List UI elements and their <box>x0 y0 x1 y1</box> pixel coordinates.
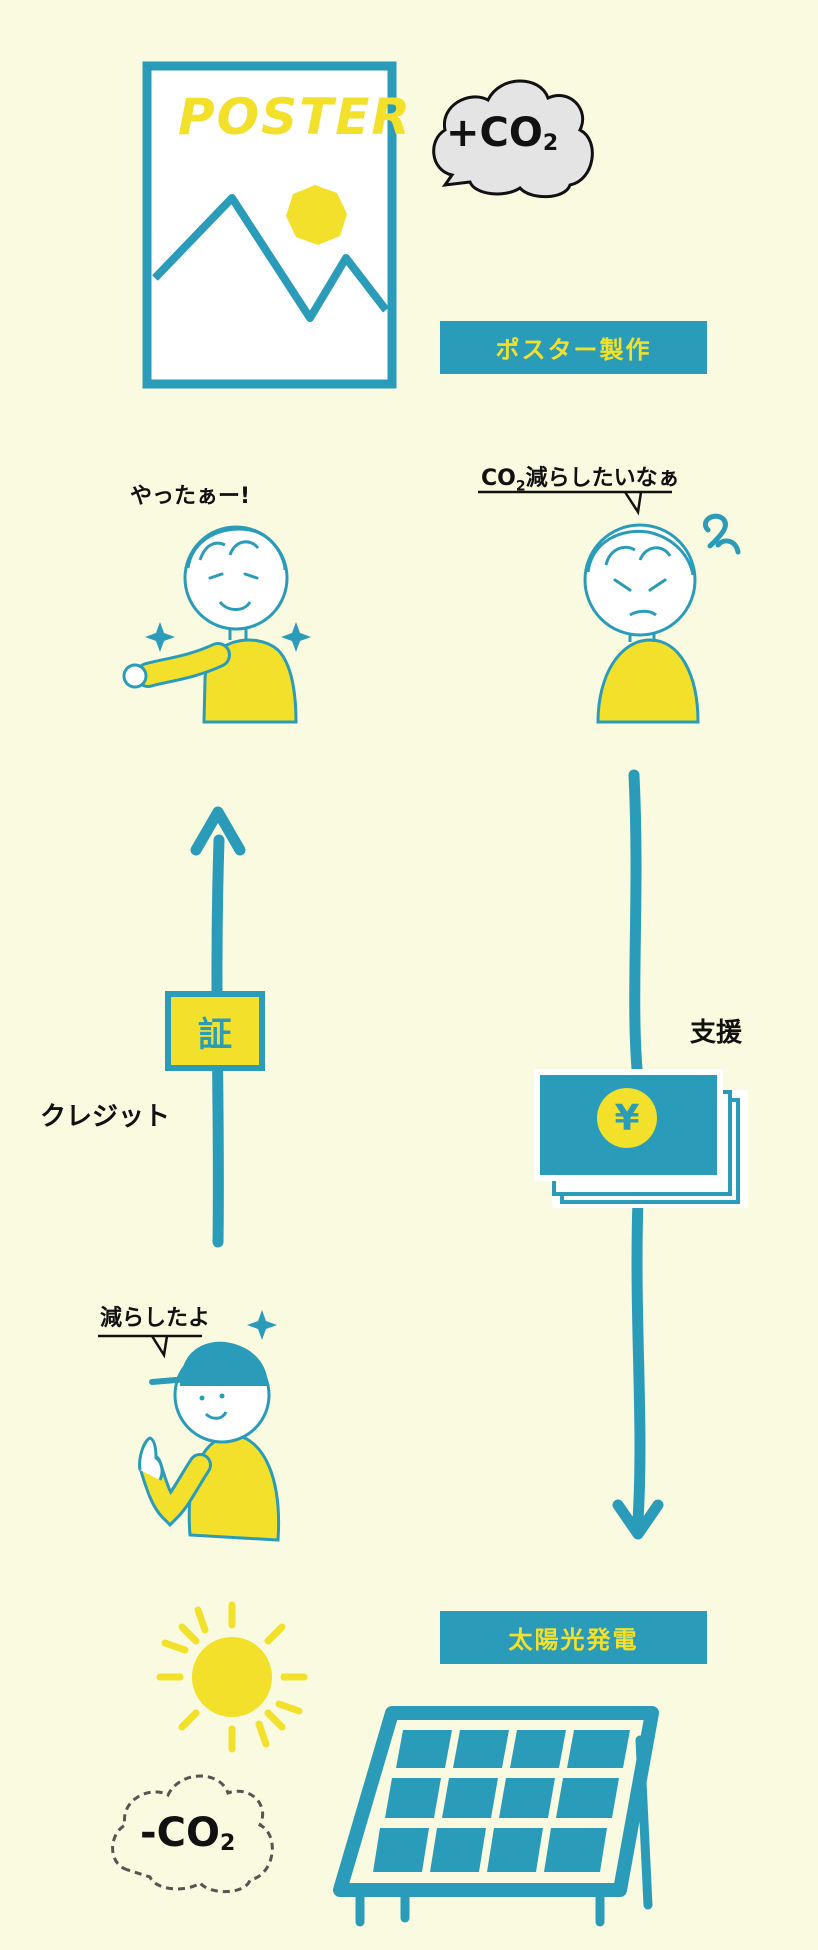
squiggle-icon <box>702 513 741 555</box>
solar-panel-illustration <box>333 1706 659 1927</box>
sparkle-icon <box>145 622 175 652</box>
speech-happy: やったぁー! <box>130 484 251 509</box>
cloud-plus-co: CO <box>479 110 543 156</box>
caption-credit: クレジット <box>40 1102 171 1132</box>
cloud-minus-co2-icon <box>111 1774 274 1894</box>
cloud-minus-co2-text: -CO2 <box>140 1810 235 1856</box>
speech-worried-co: CO <box>481 466 516 491</box>
poster-illustration <box>142 61 397 389</box>
speech-worried-rest: 減らしたいなぁ <box>525 466 680 491</box>
label-solar-power: 太陽光発電 <box>440 1611 707 1664</box>
speech-worried-sub: 2 <box>515 478 526 495</box>
money-stack-illustration <box>534 1069 748 1208</box>
label-poster-production: ポスター製作 <box>440 321 707 374</box>
speech-worker: 減らしたよ <box>100 1306 211 1331</box>
support-arrow <box>612 769 664 1540</box>
poster-title: POSTER <box>178 88 412 146</box>
cloud-plus-sign: + <box>446 110 480 156</box>
certificate-label: 証 <box>198 1014 232 1055</box>
cloud-minus-sign: - <box>140 1810 157 1856</box>
speech-worried: CO2減らしたいなぁ <box>481 460 680 494</box>
caption-support: 支援 <box>690 1018 743 1048</box>
cloud-plus-co2-icon <box>432 79 594 199</box>
sun-icon <box>156 1601 308 1753</box>
speech-bubble-pointer <box>478 490 672 516</box>
cloud-plus-co2-text: +CO2 <box>446 110 558 156</box>
cloud-plus-sub: 2 <box>542 131 559 156</box>
worried-person-illustration <box>583 513 741 724</box>
worker-person-illustration <box>138 1310 281 1542</box>
happy-person-illustration <box>122 525 311 724</box>
sparkle-icon <box>247 1310 277 1340</box>
cloud-minus-co: CO <box>156 1810 220 1856</box>
speech-bubble-pointer <box>98 1334 202 1359</box>
sparkle-icon <box>281 622 311 652</box>
yen-symbol: ¥ <box>614 1097 640 1139</box>
cloud-minus-sub: 2 <box>219 1831 236 1856</box>
certificate-box <box>165 991 265 1071</box>
poster-sun-icon <box>286 185 347 245</box>
